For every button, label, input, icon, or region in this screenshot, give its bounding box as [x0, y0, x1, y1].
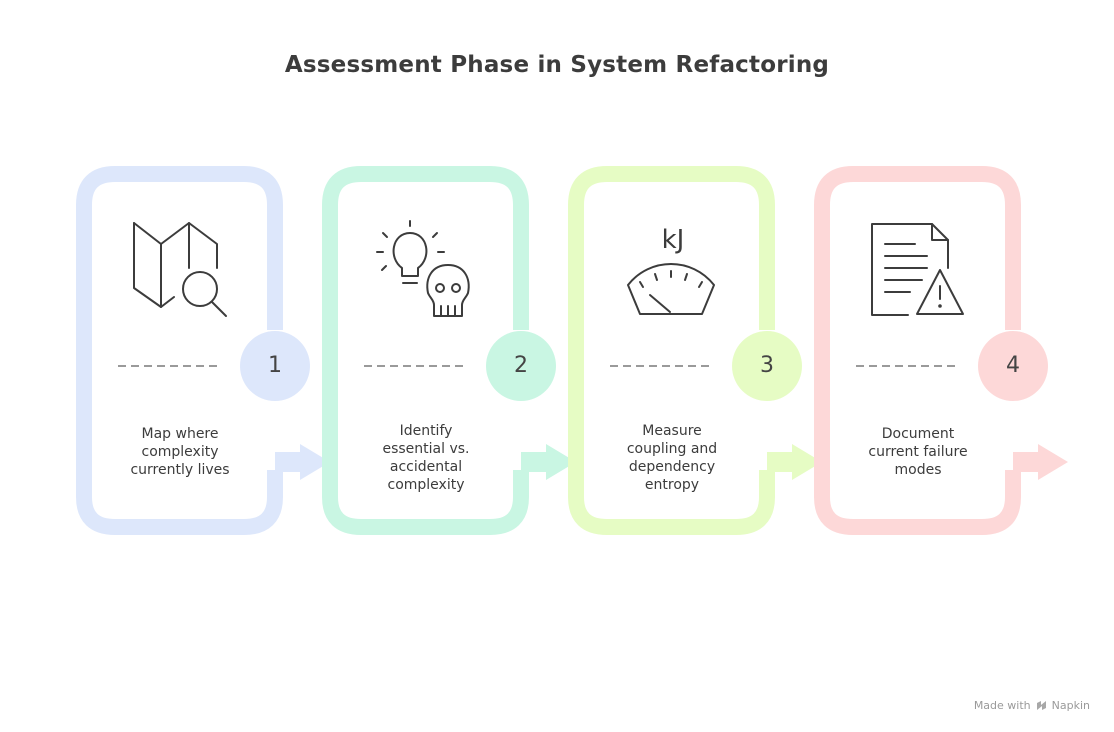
- caption-line: entropy: [644, 477, 700, 493]
- step-4-number-circle: [978, 331, 1048, 401]
- napkin-brand: Napkin: [1051, 699, 1090, 712]
- step-3-outline: [568, 166, 775, 535]
- caption-line: Identify: [399, 423, 453, 439]
- step-4-card: [814, 166, 1068, 535]
- caption-line: dependency: [628, 459, 716, 475]
- step-1-outline: [76, 166, 283, 535]
- caption-line: complexity: [141, 444, 219, 460]
- step-3-caption: Measure coupling and dependency entropy: [597, 422, 747, 494]
- map-search-icon: [133, 222, 227, 317]
- step-4-caption: Document current failure modes: [843, 425, 993, 479]
- step-4-number: 4: [1006, 353, 1020, 378]
- step-2-card: [322, 166, 576, 535]
- step-4-outline: [814, 166, 1021, 535]
- step-2-caption: Identify essential vs. accidental comple…: [351, 422, 501, 494]
- caption-line: currently lives: [130, 462, 230, 478]
- step-1-card: [76, 166, 330, 535]
- step-2-number-circle: [486, 331, 556, 401]
- caption-line: current failure: [868, 444, 968, 460]
- caption-line: modes: [894, 462, 942, 478]
- caption-line: essential vs.: [382, 441, 470, 457]
- step-3-number-circle: [732, 331, 802, 401]
- step-2-outline: [322, 166, 529, 535]
- step-4-arrow: [1013, 444, 1068, 480]
- lightbulb-skull-icon: [376, 220, 470, 317]
- step-2-arrow: [521, 444, 576, 480]
- step-3-card: kJ: [568, 166, 822, 535]
- caption-line: coupling and: [626, 441, 718, 457]
- caption-line: Document: [881, 426, 955, 442]
- caption-line: Measure: [642, 423, 702, 439]
- gauge-unit-label: kJ: [662, 225, 685, 255]
- napkin-logo-icon: [1036, 701, 1046, 710]
- step-2-number: 2: [514, 353, 528, 378]
- made-with-label: Made with: [973, 699, 1031, 712]
- step-1-caption: Map where complexity currently lives: [105, 425, 255, 479]
- diagram-title: Assessment Phase in System Refactoring: [284, 52, 830, 78]
- step-1-number: 1: [268, 353, 282, 378]
- caption-line: Map where: [141, 426, 219, 442]
- energy-gauge-icon: [627, 263, 715, 315]
- step-3-arrow: [767, 444, 822, 480]
- document-warning-icon: [871, 223, 964, 316]
- step-1-number-circle: [240, 331, 310, 401]
- step-3-number: 3: [760, 353, 774, 378]
- step-1-arrow: [275, 444, 330, 480]
- caption-line: accidental: [389, 459, 463, 475]
- napkin-credit[interactable]: Made with Napkin: [974, 699, 1090, 712]
- caption-line: complexity: [387, 477, 465, 493]
